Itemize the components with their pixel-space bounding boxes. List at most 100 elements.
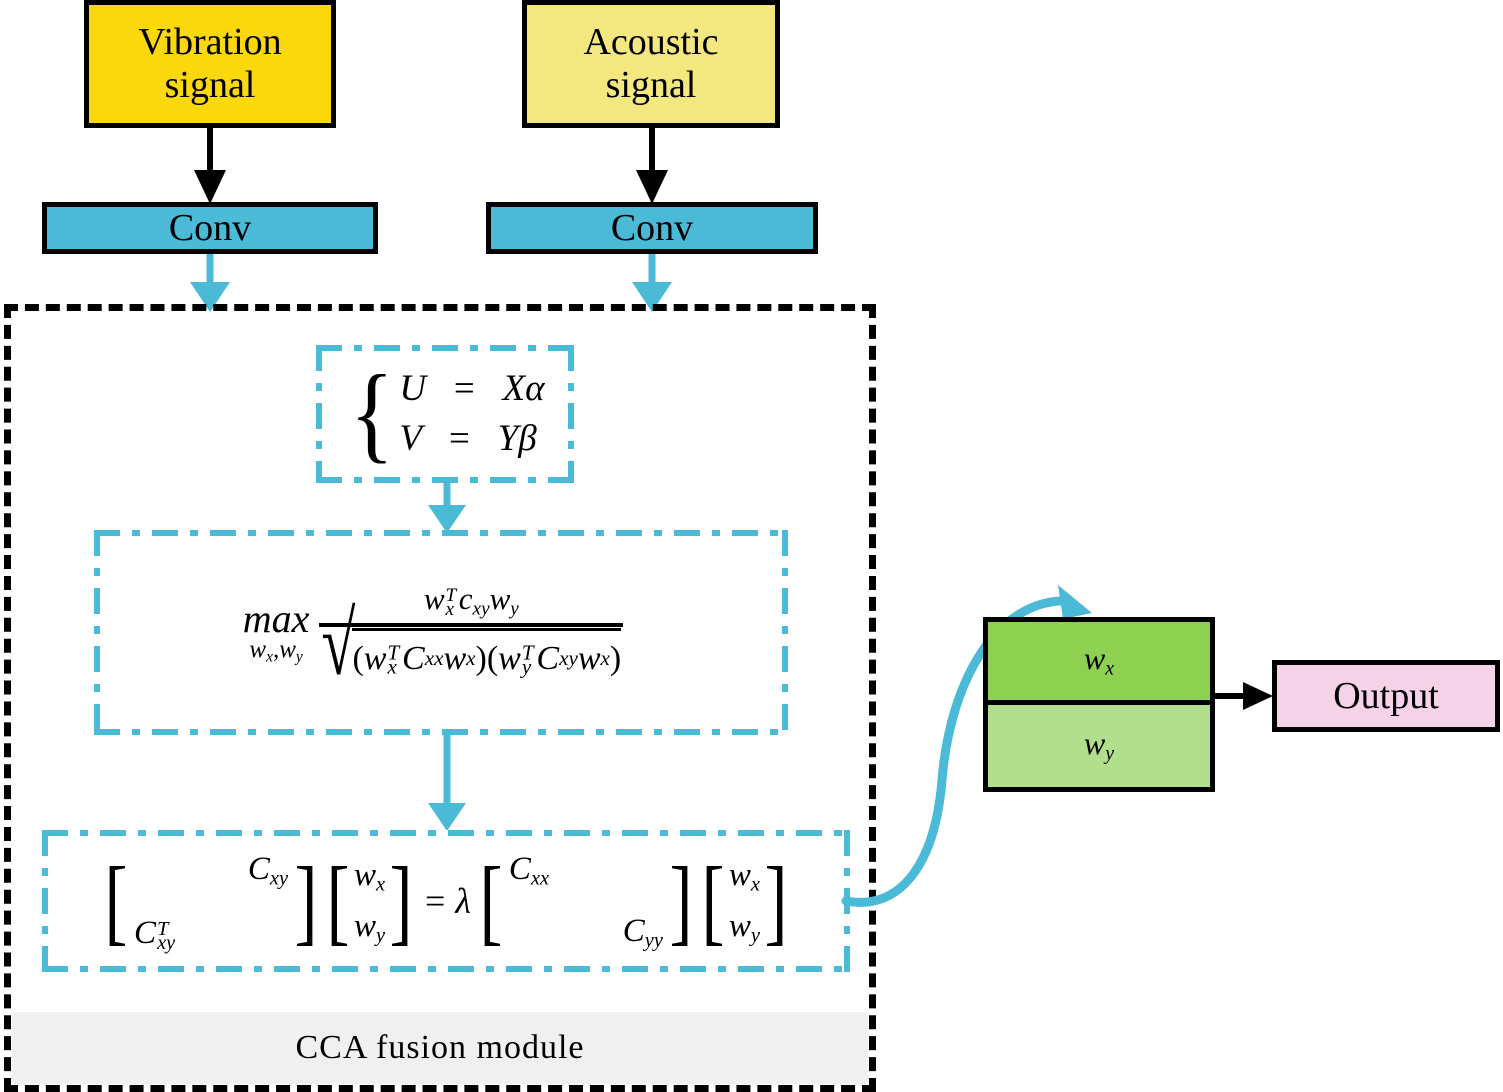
definition-v-lhs: V (399, 418, 422, 459)
den-g2-w-sup: T (521, 639, 534, 664)
den-g1-w-sub: x (387, 654, 397, 679)
dash-dot-edge-left (316, 345, 322, 483)
num-c-base: c (458, 580, 473, 616)
definition-line-u: U = Xα (399, 364, 544, 414)
dash-dot-edge-right (568, 345, 574, 483)
lm-bl-sub: xy (157, 932, 176, 955)
weight-cell-wx-label: wx (1084, 640, 1114, 681)
max-sub-w1: w (249, 636, 267, 664)
definition-u-lhs: U (399, 368, 427, 410)
acoustic-signal-label-line2: signal (605, 64, 697, 106)
arrow-weights-to-output (1215, 682, 1273, 710)
right-matrix-cells: Cxx Cyy (507, 849, 665, 953)
right-vector-cells: wx wy (729, 850, 760, 953)
dash-dot-edge-top (316, 345, 574, 351)
dash-dot-edge-left (42, 830, 48, 972)
lv-r1-base: w (353, 856, 376, 893)
conv-block-left: Conv (42, 202, 378, 254)
left-matrix-bracket-close: ] (294, 846, 318, 954)
dash-dot-edge-right (782, 530, 788, 735)
den-g2-paren-close: ) (609, 639, 622, 677)
den-g2-c-base: C (536, 639, 560, 677)
rv-r2-sub: y (750, 924, 760, 947)
eigen-equals-sign: = (425, 881, 446, 921)
output-box: Output (1272, 660, 1500, 732)
vibration-signal-label-line2: signal (164, 64, 256, 106)
definition-u-equals: = (453, 368, 475, 410)
num-w-sup: T (445, 585, 457, 607)
right-matrix-bracket-close: ] (669, 846, 693, 954)
num-wy-base: w (489, 580, 511, 616)
den-g2-w2-sub: x (600, 646, 610, 671)
left-vector-bracket-open: [ (326, 846, 350, 954)
lm-bl-sup: T (157, 918, 169, 941)
rm-br-base: C (622, 913, 645, 950)
output-label: Output (1333, 674, 1439, 717)
definition-u-rhs-var: X (502, 368, 526, 410)
den-g1-w-sup: T (387, 639, 400, 664)
num-w-base: w (423, 580, 445, 616)
num-wy-sub: y (510, 598, 519, 620)
dash-dot-edge-bottom (316, 477, 574, 483)
right-vector-row-1: wx (729, 850, 760, 901)
weight-cell-wy: wy (988, 704, 1210, 787)
definition-v-rhs-var: Y (497, 418, 519, 459)
den-g2-c-sub: xy (559, 646, 578, 671)
acoustic-signal-label-line1: Acoustic (583, 21, 719, 64)
definition-v-equals: = (449, 418, 470, 459)
right-vector-row-2: wy (729, 901, 760, 952)
rv-r2-base: w (728, 908, 751, 944)
conv-block-right: Conv (486, 202, 818, 254)
arrow-vibration-to-conv (194, 126, 226, 204)
weight-cell-wx: wx (988, 622, 1210, 705)
fraction-bar (319, 623, 624, 628)
definition-u-rhs-coef: α (525, 368, 545, 410)
den-g2-w-base: w (498, 639, 521, 677)
weight-cell-wy-label: wy (1084, 725, 1114, 766)
left-vector-cells: wx wy (354, 850, 385, 953)
weight-vector-stack: wx wy (983, 617, 1215, 792)
den-g2-w2-base: w (577, 639, 601, 677)
den-g1-paren-open: ( (352, 639, 364, 677)
lm-tr-base: C (247, 851, 270, 887)
left-vector-row-1: wx (354, 850, 385, 901)
max-sub-w1-index: x (266, 648, 273, 666)
left-vector-row-2: wy (354, 901, 385, 952)
definitions-equation: { U = Xα V = Yβ (346, 359, 544, 466)
max-sub-w2: w (279, 636, 296, 664)
num-w-sub: x (445, 598, 455, 620)
max-sub-w2-index: y (295, 648, 303, 666)
vibration-signal-label-line1: Vibration (138, 21, 282, 64)
cca-fusion-module-label-text: CCA fusion module (295, 1029, 585, 1066)
lm-tr-sub: xy (269, 867, 289, 890)
den-g1-w2-sub: x (466, 646, 476, 671)
vibration-signal-box: Vibration signal (84, 0, 336, 128)
left-matrix-cell-top-right: Cxy (248, 851, 288, 891)
wy-base: w (1083, 725, 1106, 762)
den-g2-w-sub: y (521, 654, 532, 679)
acoustic-signal-box: Acoustic signal (522, 0, 780, 128)
eigen-lambda: λ (455, 881, 471, 921)
conv-block-right-label: Conv (610, 206, 694, 249)
definition-v-rhs-coef: β (518, 418, 537, 459)
wx-sub: x (1105, 658, 1115, 681)
num-c-sub: xy (472, 598, 490, 620)
wx-base: w (1083, 640, 1106, 677)
left-vector-bracket-close: ] (389, 846, 413, 954)
conv-block-left-label: Conv (168, 206, 252, 249)
rm-tl-base: C (508, 851, 531, 887)
lm-bl-base: C (134, 914, 157, 951)
rv-r1-sub: x (750, 873, 760, 896)
max-operator: max wx,wy (243, 599, 310, 666)
rm-br-sub: yy (644, 930, 663, 952)
left-matrix-bracket-open: [ (104, 846, 128, 954)
